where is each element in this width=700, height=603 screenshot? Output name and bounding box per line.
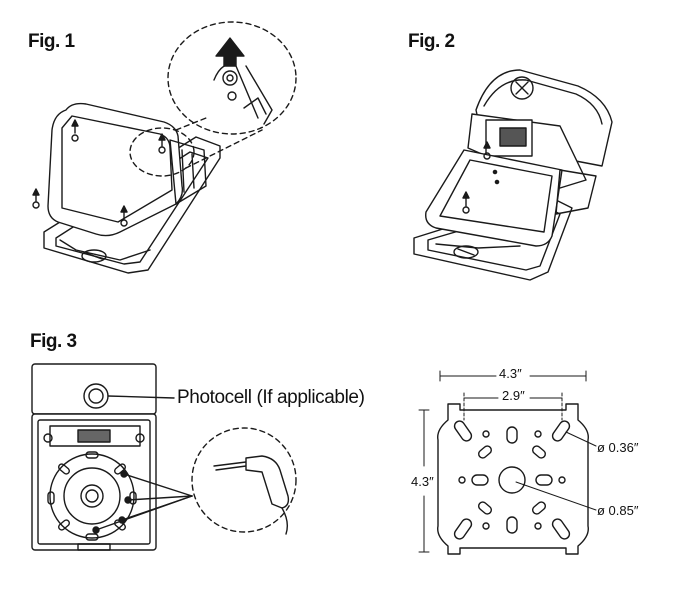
small-hole-diameter-label: ø 0.36″ — [597, 440, 639, 455]
fig1-fixture — [32, 21, 297, 274]
center-hole-diameter-label: ø 0.85″ — [597, 503, 639, 518]
plate-hole-spacing-label: 2.9″ — [502, 388, 525, 403]
photocell-callout: Photocell (If applicable) — [177, 387, 365, 408]
fig1-label: Fig. 1 — [28, 31, 75, 52]
fig1-screw-arrows — [32, 119, 166, 227]
plate-height-label: 4.3″ — [411, 474, 434, 489]
mounting-plate — [437, 403, 589, 555]
fig2-fixture — [413, 69, 613, 281]
fig3-front-view — [31, 363, 297, 551]
fig2-label: Fig. 2 — [408, 31, 455, 52]
plate-dimension-lines — [418, 370, 597, 553]
fig3-label: Fig. 3 — [30, 331, 77, 352]
plate-outer-width-label: 4.3″ — [499, 366, 522, 381]
